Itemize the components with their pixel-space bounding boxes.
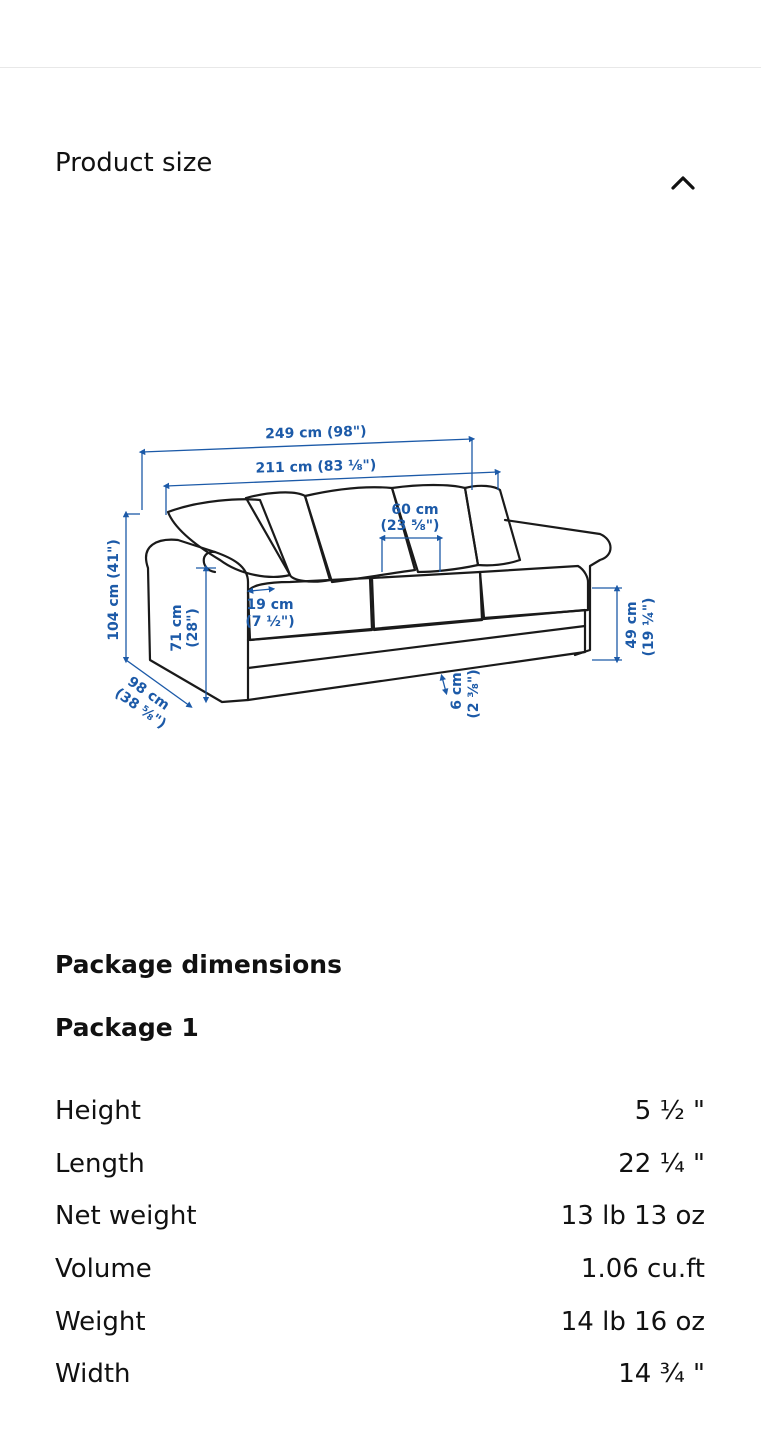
label-height: 104 cm (41") xyxy=(106,539,122,640)
spec-row-width: Width 14 ¾ " xyxy=(55,1348,705,1401)
sofa-dimension-diagram: 249 cm (98") 211 cm (83 ⅛") 60 cm (23 ⅝"… xyxy=(106,424,657,733)
label-clearance: 6 cm xyxy=(449,672,465,710)
spec-label: Height xyxy=(55,1096,141,1127)
sofa-drawing xyxy=(145,483,612,704)
spec-row-weight: Weight 14 lb 16 oz xyxy=(55,1295,705,1348)
spec-row-height: Height 5 ½ " xyxy=(55,1085,705,1138)
label-cushion-width: 60 cm xyxy=(391,502,438,518)
package-dimensions-heading: Package dimensions xyxy=(55,950,342,979)
label-seat-height-in: (19 ¼") xyxy=(641,598,657,657)
label-cushion-width-in: (23 ⅝") xyxy=(381,518,440,534)
spec-row-volume: Volume 1.06 cu.ft xyxy=(55,1243,705,1296)
spec-row-length: Length 22 ¼ " xyxy=(55,1138,705,1191)
package-spec-list: Height 5 ½ " Length 22 ¼ " Net weight 13… xyxy=(55,1085,705,1401)
spec-value: 1.06 cu.ft xyxy=(580,1254,705,1285)
spec-value: 13 lb 13 oz xyxy=(560,1201,705,1232)
spec-value: 14 lb 16 oz xyxy=(560,1306,705,1337)
spec-label: Length xyxy=(55,1148,145,1179)
label-seat-depth: 19 cm xyxy=(246,597,293,613)
spec-value: 14 ¾ " xyxy=(618,1359,705,1390)
section-title: Product size xyxy=(55,148,213,178)
spec-label: Net weight xyxy=(55,1201,197,1232)
label-back-height-in: (28") xyxy=(185,608,201,648)
label-overall-width: 249 cm (98") xyxy=(265,424,367,443)
dimension-lines xyxy=(122,435,622,708)
label-clearance-in: (2 ⅜") xyxy=(466,669,482,718)
chevron-up-icon[interactable] xyxy=(668,170,698,194)
package-number-heading: Package 1 xyxy=(55,1013,199,1042)
spec-label: Volume xyxy=(55,1254,152,1285)
spec-row-net-weight: Net weight 13 lb 13 oz xyxy=(55,1190,705,1243)
label-seat-height: 49 cm xyxy=(624,601,640,648)
spec-value: 5 ½ " xyxy=(634,1096,705,1127)
label-back-height: 71 cm xyxy=(169,604,185,651)
top-bar xyxy=(0,0,761,68)
spec-label: Width xyxy=(55,1359,131,1390)
label-seat-width: 211 cm (83 ⅛") xyxy=(255,457,376,476)
product-size-toggle[interactable]: Product size xyxy=(0,120,761,220)
spec-value: 22 ¼ " xyxy=(618,1148,705,1179)
spec-label: Weight xyxy=(55,1306,146,1337)
label-seat-depth-in: (7 ½") xyxy=(245,614,294,630)
